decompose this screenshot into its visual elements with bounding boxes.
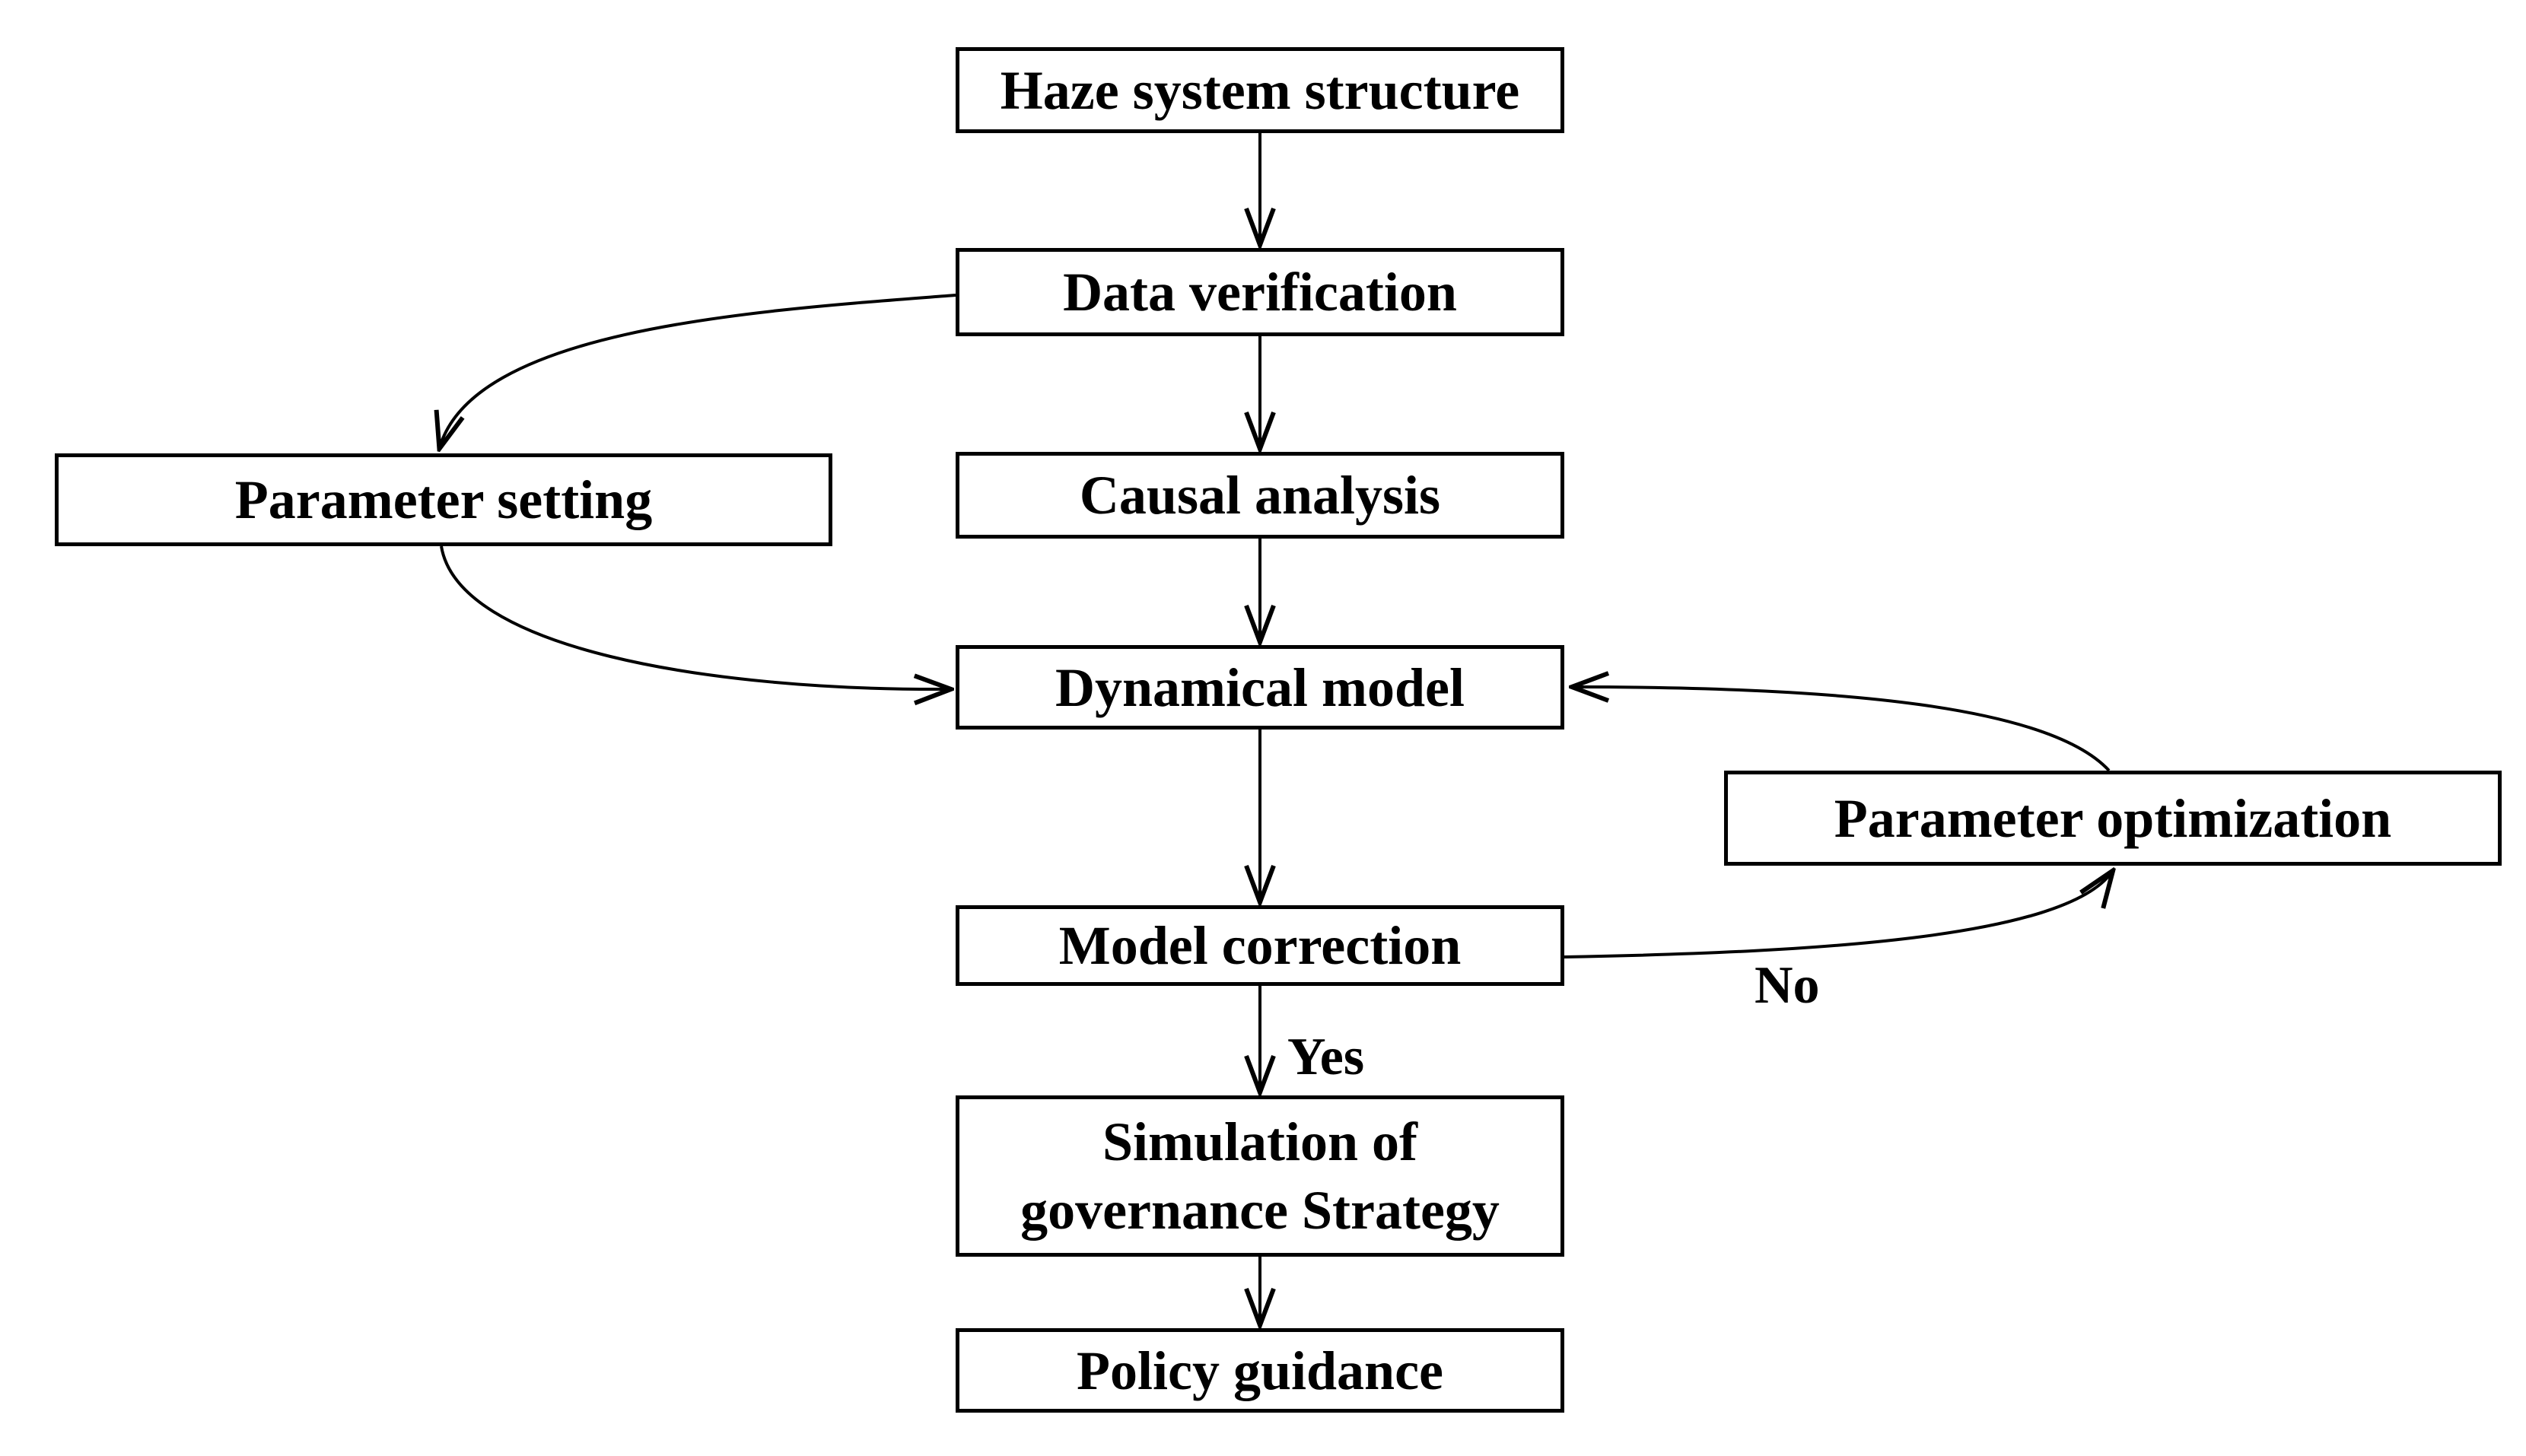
edge-label-no: No — [1755, 956, 1820, 1015]
node-data-verification: Data verification — [956, 248, 1564, 336]
node-parameter-optimization: Parameter optimization — [1724, 771, 2502, 866]
node-causal-analysis: Causal analysis — [956, 452, 1564, 539]
node-simulation-of-governance-strategy: Simulation of governance Strategy — [956, 1095, 1564, 1257]
arrow-parameter-optimization-to-dynamical-model — [1573, 687, 2111, 772]
node-parameter-setting: Parameter setting — [55, 453, 832, 546]
arrow-parameter-setting-to-dynamical-model — [440, 545, 950, 689]
node-haze-system-structure: Haze system structure — [956, 47, 1564, 133]
node-policy-guidance: Policy guidance — [956, 1328, 1564, 1413]
edge-label-yes: Yes — [1287, 1028, 1365, 1086]
arrow-model-correction-to-parameter-optimization-no — [1564, 872, 2112, 958]
node-model-correction: Model correction — [956, 905, 1564, 986]
arrow-data-verification-to-parameter-setting — [440, 294, 956, 447]
node-dynamical-model: Dynamical model — [956, 645, 1564, 730]
